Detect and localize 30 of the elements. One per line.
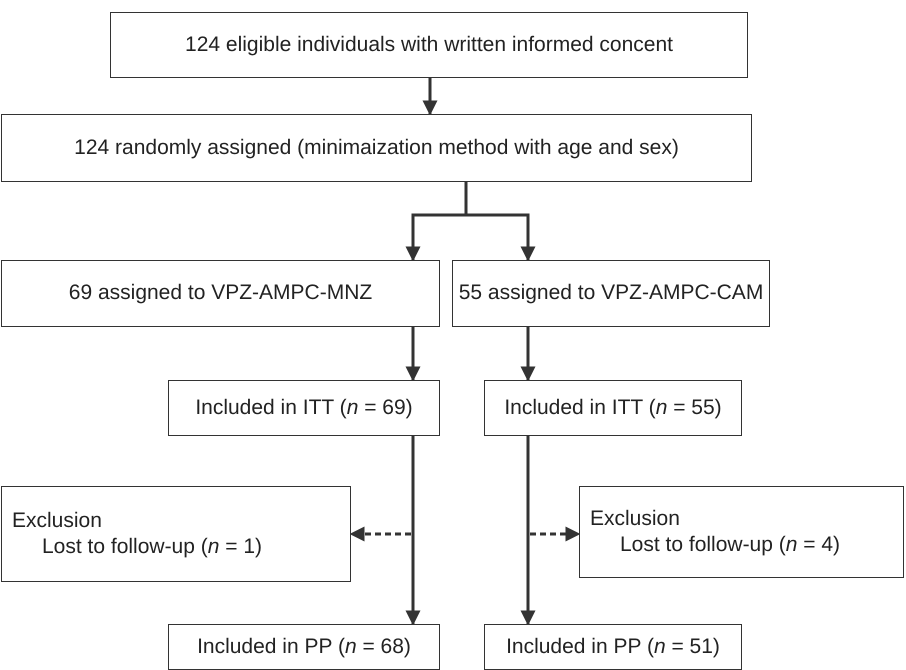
box-text: Exclusion (12, 508, 102, 534)
box-text: 124 randomly assigned (minimaization method with age and sex) (74, 134, 679, 161)
arrow (406, 327, 420, 382)
arrow (520, 436, 536, 626)
process-box (579, 486, 904, 578)
box-text: 124 eligible individuals with written informed concent (185, 32, 673, 58)
box-text: Included in ITT (n = 55) (504, 394, 722, 421)
arrow (464, 182, 536, 262)
box-text: Lost to follow-up (n = 4) (619, 532, 840, 558)
box-text: 69 assigned to VPZ-AMPC-MNZ (68, 280, 372, 306)
arrow (530, 526, 580, 542)
box-text: Lost to follow-up (n = 1) (41, 534, 262, 560)
box-text: Included in ITT (n = 69) (195, 394, 413, 421)
process-box (1, 486, 351, 582)
box-text: Exclusion (590, 506, 680, 532)
process-box (110, 12, 748, 78)
box-text: Included in PP (n = 51) (506, 634, 720, 660)
box-text: 55 assigned to VPZ-AMPC-CAM (458, 280, 764, 306)
process-box (484, 624, 742, 670)
arrow (406, 436, 420, 626)
arrow (350, 526, 411, 542)
arrow (422, 78, 438, 116)
process-box (168, 380, 440, 436)
box-text: Included in PP (n = 68) (197, 634, 411, 660)
process-box (1, 114, 752, 182)
process-box (168, 624, 440, 670)
process-box (1, 260, 440, 327)
process-box (452, 260, 770, 327)
arrow (520, 327, 536, 382)
process-box (484, 380, 742, 436)
